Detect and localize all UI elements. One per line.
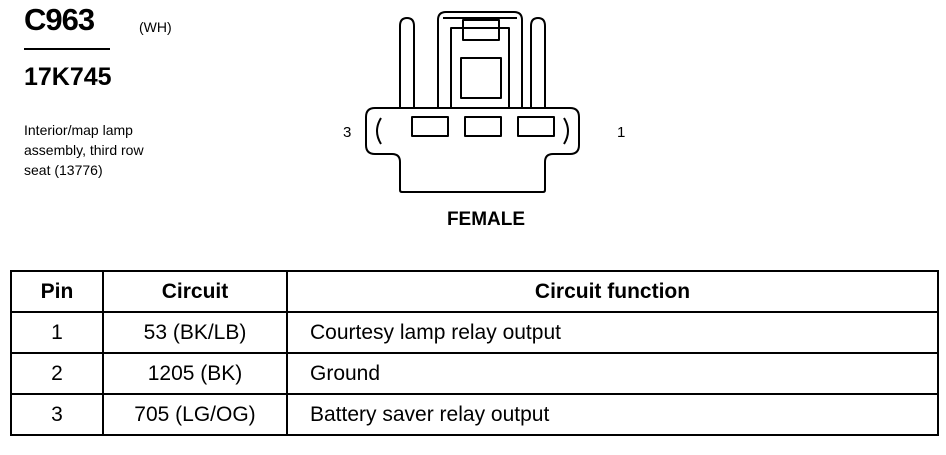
table-row: 1 53 (BK/LB) Courtesy lamp relay output (10, 311, 939, 354)
description-line: Interior/map lamp (24, 122, 133, 138)
pin-label-right: 1 (617, 124, 625, 141)
right-latch (530, 17, 546, 108)
left-latch (399, 17, 415, 108)
cavity-3 (411, 116, 449, 137)
description-line: assembly, third row (24, 142, 144, 158)
color-code: (WH) (139, 19, 172, 35)
header-function: Circuit function (286, 270, 939, 313)
locking-tab (437, 11, 523, 108)
cell-circuit: 1205 (BK) (102, 352, 288, 395)
header-circuit: Circuit (102, 270, 288, 313)
tab-window (460, 57, 502, 99)
description: Interior/map lamp assembly, third row se… (24, 120, 224, 180)
pin-table: Pin Circuit Circuit function 1 53 (BK/LB… (10, 270, 939, 436)
description-line: seat (13776) (24, 162, 103, 178)
connector-housing (365, 107, 580, 193)
cavity-2 (464, 116, 502, 137)
table-row: 3 705 (LG/OG) Battery saver relay output (10, 393, 939, 436)
title-rule (24, 48, 110, 50)
cell-function: Ground (286, 352, 939, 395)
connector-diagram: 3 1 (343, 11, 625, 193)
cell-pin: 1 (10, 311, 104, 354)
cell-circuit: 53 (BK/LB) (102, 311, 288, 354)
cell-circuit: 705 (LG/OG) (102, 393, 288, 436)
header-pin: Pin (10, 270, 104, 313)
cell-pin: 3 (10, 393, 104, 436)
gender-label: FEMALE (446, 209, 526, 230)
cell-function: Courtesy lamp relay output (286, 311, 939, 354)
table-row: 2 1205 (BK) Ground (10, 352, 939, 395)
cell-function: Battery saver relay output (286, 393, 939, 436)
connector-id: C963 (24, 2, 95, 37)
table-header-row: Pin Circuit Circuit function (10, 270, 939, 313)
cell-pin: 2 (10, 352, 104, 395)
cavity-1 (517, 116, 555, 137)
tab-slot (462, 19, 500, 41)
part-number: 17K745 (24, 63, 112, 91)
pin-label-left: 3 (343, 124, 351, 141)
